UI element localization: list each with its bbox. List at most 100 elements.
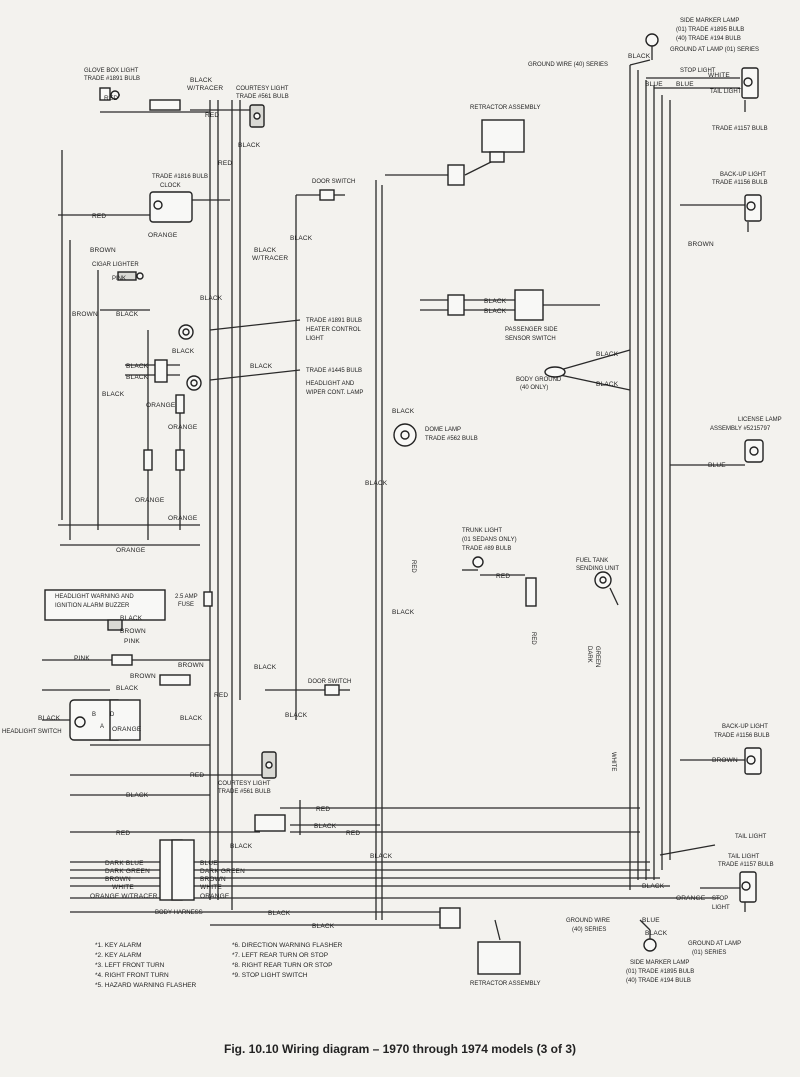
wire-label: BLACK: [370, 853, 393, 860]
wire-label: BLACK: [268, 910, 291, 917]
wire-label: BLACK: [484, 298, 507, 305]
body-ground-note-label: (40 ONLY): [520, 385, 548, 391]
fuel-tank2-label: SENDING UNIT: [576, 566, 619, 572]
wire-label: RED: [92, 213, 106, 220]
wire-bundle: [61, 65, 671, 920]
wire-label: BLACK: [314, 823, 337, 830]
wire-label: ORANGE: [200, 893, 230, 900]
retractor-assembly-bottom: [439, 907, 521, 975]
legend-item: *7. LEFT REAR TURN OR STOP: [232, 952, 328, 959]
wire-label: BROWN: [178, 662, 204, 669]
ground-at-lamp-bottom-label: GROUND AT LAMP: [688, 941, 741, 947]
backup-light-bottom: [744, 747, 762, 775]
door-switch-bottom: [324, 684, 350, 696]
ignition-alarm-buzzer: [44, 589, 166, 631]
dome-lamp-label: DOME LAMP: [425, 427, 461, 433]
wire-label: BLACK: [290, 235, 313, 242]
connector: [111, 654, 133, 666]
legend-item: *1. KEY ALARM: [95, 942, 142, 949]
heater-control-light: [178, 324, 194, 340]
legend-item: *4. RIGHT FRONT TURN: [95, 972, 169, 979]
wire-label: BROWN: [120, 628, 146, 635]
connector: [159, 674, 191, 686]
wire-label: BLACK: [254, 664, 277, 671]
backup-top-label: BACK-UP LIGHT: [720, 172, 766, 178]
courtesy-light-bottom: [261, 751, 277, 779]
side-marker-lamp-bottom: [643, 930, 657, 952]
trunk-light: [462, 556, 484, 571]
connector: [175, 449, 185, 471]
ground-wire-bottom2-label: (40) SERIES: [572, 927, 606, 933]
headlight-wiper-lamp2-label: WIPER CONT. LAMP: [306, 390, 363, 396]
wire-label: WHITE: [112, 884, 134, 891]
wire-label: DARK BLUE: [105, 860, 144, 867]
side-marker-bottom-label: SIDE MARKER LAMP: [630, 960, 689, 966]
wire-label: RED: [190, 772, 204, 779]
stop-light-bottom2-label: LIGHT: [712, 905, 730, 911]
wire-label: ORANGE: [112, 726, 142, 733]
wire-label: BROWN: [688, 241, 714, 248]
wire-label: ORANGE: [168, 515, 198, 522]
headlight-wiper-lamp: [186, 375, 202, 391]
wire-label: RED: [214, 692, 228, 699]
wire-label: ORANGE: [116, 547, 146, 554]
wire-label: BLACK: [120, 615, 143, 622]
connector: [143, 449, 153, 471]
wire-label: DARK GREEN: [200, 868, 245, 875]
wire-label: PINK: [112, 276, 126, 282]
tail-light-bottom2-label: TAIL LIGHT: [728, 854, 760, 860]
wire-label: BLACK: [484, 308, 507, 315]
wire-label: RED: [530, 632, 536, 645]
license-lamp: [744, 439, 764, 463]
wire-label: ORANGE: [676, 895, 706, 902]
wire-label: BLACK: [172, 348, 195, 355]
connector: [525, 577, 537, 607]
door-switch-bottom-label: DOOR SWITCH: [308, 679, 351, 685]
door-switch-top-label: DOOR SWITCH: [312, 179, 355, 185]
cigar-lighter-label: CIGAR LIGHTER: [92, 262, 139, 268]
wire-label: BLACK: [312, 923, 335, 930]
wire-label: WHITE: [708, 72, 730, 79]
connector: [154, 359, 168, 383]
stop-light-bottom-label: STOP: [712, 896, 728, 902]
glove-box-bulb-label: TRADE #1891 BULB: [84, 76, 140, 82]
backup-bottom-label: BACK-UP LIGHT: [722, 724, 768, 730]
wire-label: PINK: [74, 655, 90, 662]
wire-label: RED: [316, 806, 330, 813]
wire-label: BLUE: [676, 81, 694, 88]
ground-wire-top-label: GROUND WIRE (40) SERIES: [528, 62, 608, 68]
wire-label: BLACK: [230, 843, 253, 850]
legend-item: *6. DIRECTION WARNING FLASHER: [232, 942, 343, 949]
wire-label: RED: [496, 573, 510, 580]
legend-item: *3. LEFT FRONT TURN: [95, 962, 165, 969]
switch-terminal-label: A: [100, 724, 104, 730]
wire-label: BLACK: [596, 351, 619, 358]
wire-label: BLACK: [254, 247, 277, 254]
headlight-wiper-lamp-label: HEADLIGHT AND: [306, 381, 355, 387]
headlight-switch: [69, 699, 141, 741]
wire-label: BLACK: [645, 930, 668, 937]
side-marker-top-40-label: (40) TRADE #194 BULB: [676, 36, 741, 42]
license-lamp2-label: ASSEMBLY #5215797: [710, 426, 771, 432]
legend-item: *5. HAZARD WARNING FLASHER: [95, 982, 197, 989]
backup-top-bulb-label: TRADE #1156 BULB: [712, 180, 768, 186]
wire-label: RED: [116, 830, 130, 837]
courtesy-light-top: [249, 104, 265, 128]
headlight-wiper-bulb-label: TRADE #1445 BULB: [306, 368, 362, 374]
wire-label: BLACK: [285, 712, 308, 719]
wire-label: BLACK: [365, 480, 388, 487]
legend: *1. KEY ALARM *2. KEY ALARM *3. LEFT FRO…: [95, 942, 343, 989]
fuel-tank-sending-unit: [594, 571, 619, 606]
wire-label: BLACK: [392, 408, 415, 415]
switch-terminal-label: B: [92, 712, 96, 718]
wire-label: PINK: [124, 638, 140, 645]
courtesy-light-top-bulb-label: TRADE #561 BULB: [236, 94, 289, 100]
clock-bulb-label: TRADE #1816 BULB: [152, 174, 208, 180]
wire-label: DARK: [586, 646, 592, 663]
ignition-alarm-label: IGNITION ALARM BUZZER: [55, 603, 130, 609]
glove-box-light-label: GLOVE BOX LIGHT: [84, 68, 139, 74]
trunk-light-note-label: (01 SEDANS ONLY): [462, 537, 517, 543]
clock-label: CLOCK: [160, 183, 181, 189]
door-switch-top: [319, 189, 345, 201]
